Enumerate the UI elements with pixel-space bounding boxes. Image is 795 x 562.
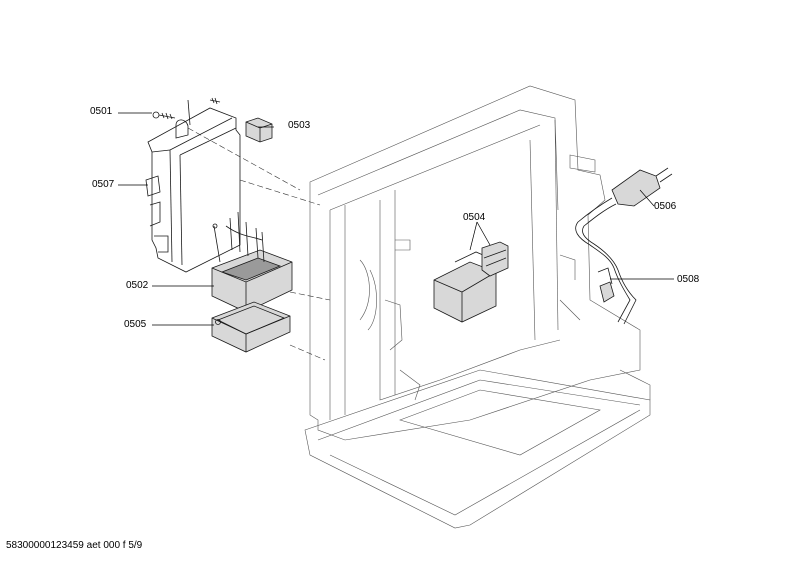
part-0502-transformer xyxy=(211,211,293,313)
document-footer-id: 58300000123459 aet 000 f 5/9 xyxy=(6,540,143,551)
callout-0505: 0505 xyxy=(124,319,147,330)
callout-0502: 0502 xyxy=(126,280,149,291)
part-0506-power-cord xyxy=(575,167,673,325)
callout-0506: 0506 xyxy=(654,201,677,212)
callout-0503: 0503 xyxy=(288,120,311,131)
part-0504-switch xyxy=(433,241,509,323)
housing-frame xyxy=(304,85,651,529)
callout-0501: 0501 xyxy=(90,106,113,117)
callout-0504: 0504 xyxy=(463,212,486,223)
callout-0508: 0508 xyxy=(677,274,700,285)
part-0508-strain-relief xyxy=(597,267,615,303)
part-0507-cover xyxy=(145,97,241,273)
callout-leaders xyxy=(118,112,674,326)
callout-0507: 0507 xyxy=(92,179,115,190)
part-0503-clip xyxy=(245,117,273,143)
part-0505-tray xyxy=(211,301,291,353)
assembly-guide-lines xyxy=(187,127,331,361)
part-0501-screw xyxy=(152,111,176,120)
